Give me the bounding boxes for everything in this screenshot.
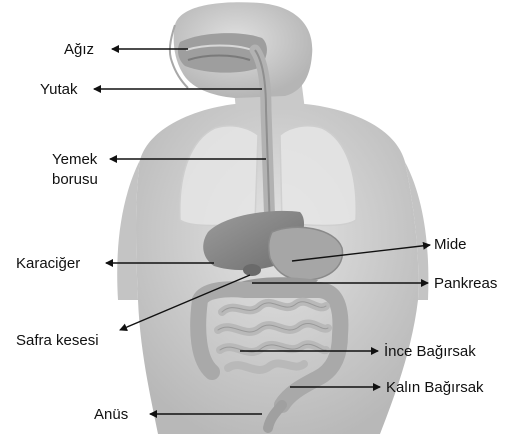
label-yemek-borusu-line1: Yemek [52,151,97,168]
label-agiz: Ağız [64,41,94,58]
gallbladder [243,264,261,276]
label-ince-bagirsak: İnce Bağırsak [384,343,476,360]
label-yemek-borusu-line2: borusu [52,171,98,188]
label-safra-kesesi: Safra kesesi [16,332,99,349]
stomach [269,227,343,280]
label-pankreas: Pankreas [434,275,497,292]
label-anus: Anüs [94,406,128,423]
label-kalin-bagirsak: Kalın Bağırsak [386,379,484,396]
label-mide: Mide [434,236,467,253]
label-yutak: Yutak [40,81,78,98]
label-karaciger: Karaciğer [16,255,80,272]
